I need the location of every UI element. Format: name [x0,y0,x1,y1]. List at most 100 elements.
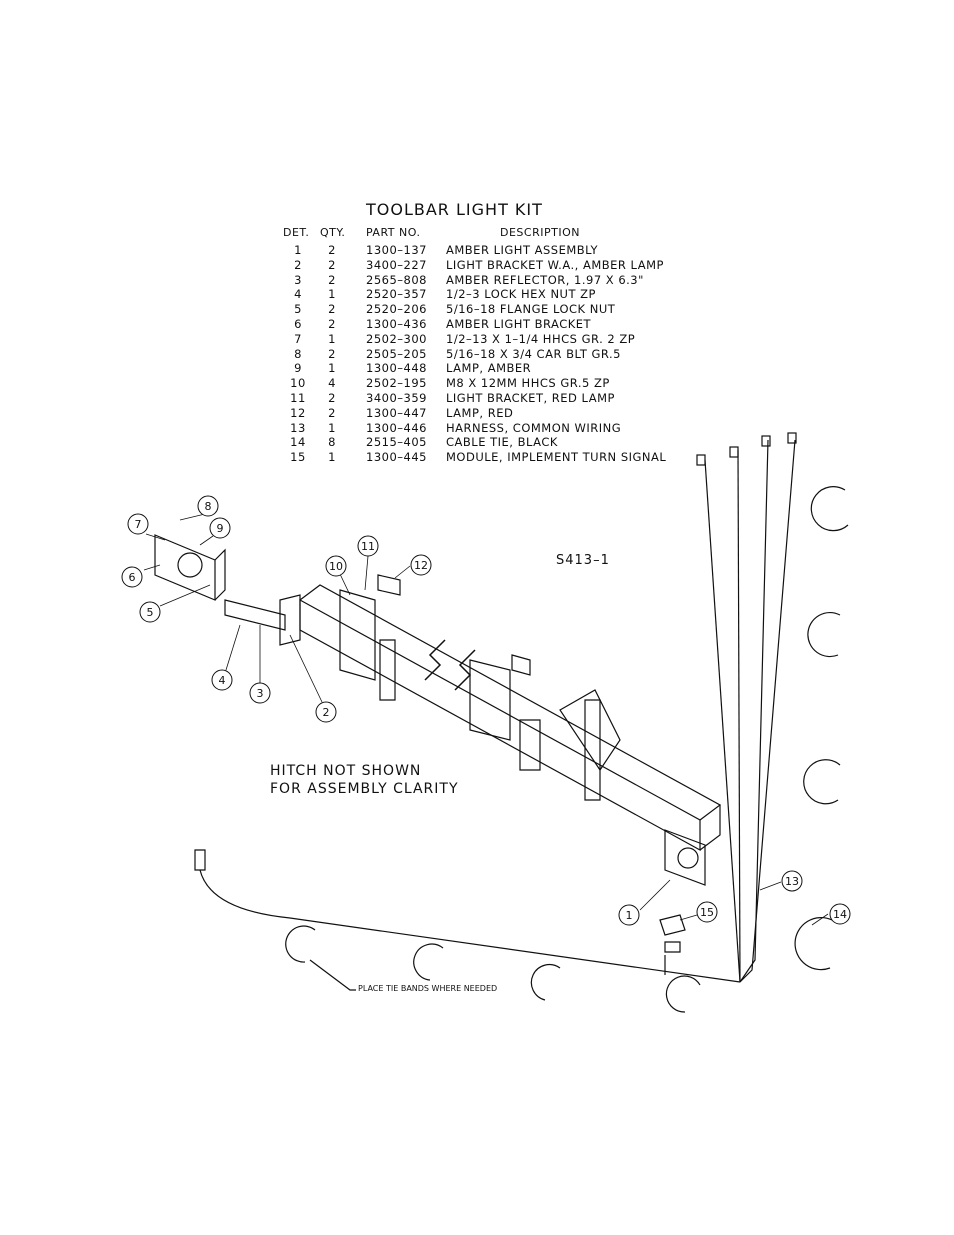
callout-label: 2 [323,706,330,719]
callout-bubble [357,535,379,557]
cell-qty: 2 [328,317,336,331]
callout-label: 8 [205,500,212,513]
cell-qty: 2 [328,405,336,420]
cell-part: 2565–808 [366,272,427,287]
cell-part: 2505–205 [366,346,427,361]
callout-bubble [410,554,432,576]
cell-qty: 8 [328,435,336,450]
callout-label: 14 [833,908,847,921]
harness-main [199,869,741,983]
cell-det: 13 [290,420,306,435]
cell-qty: 1 [328,450,336,465]
callout-bubble [211,669,233,691]
callout-label: 9 [217,522,224,535]
callout-label: 15 [700,906,714,919]
cell-qty: 1 [328,420,336,435]
callout-label: 1 [626,909,633,922]
harness-connector [761,435,771,447]
amber-reflector-right [559,689,621,772]
cell-part: 3400–359 [366,391,427,405]
cell-det: 10 [290,376,306,391]
harness-lead-4 [704,459,741,983]
cell-det: 12 [290,405,306,420]
callout-bubble [696,901,718,923]
callout-label: 10 [329,560,343,573]
callout-bubble [781,870,803,892]
cell-det: 3 [294,272,302,287]
cell-desc: AMBER REFLECTOR, 1.97 X 6.3" [446,272,644,287]
callout-bubble [209,517,231,539]
drawing-number: S413–1 [556,553,610,568]
cable-tie [803,759,841,805]
cell-det: 15 [290,450,306,465]
callout-label: 13 [785,875,799,888]
red-lamp-bracket [339,589,376,681]
cell-qty: 2 [328,391,336,405]
cell-det: 9 [294,361,302,376]
toolbar-beam-top [299,584,722,821]
cell-part: 2520–357 [366,287,427,302]
cell-desc: 1/2–13 X 1–1/4 HHCS GR. 2 ZP [446,331,636,346]
cell-desc: M8 X 12MM HHCS GR.5 ZP [446,376,610,391]
cell-qty: 4 [328,376,336,391]
left-amber-bracket [154,534,216,601]
cable-tie [794,917,833,971]
cell-desc: LAMP, AMBER [446,361,532,376]
cell-desc: LAMP, RED [446,405,514,420]
cell-desc: MODULE, IMPLEMENT TURN SIGNAL [446,450,667,465]
harness-lead-1 [739,439,769,983]
cell-part: 3400–227 [366,257,427,272]
callout-label: 7 [135,518,142,531]
mid-bracket [469,659,511,741]
cell-part: 2502–195 [366,376,427,391]
turn-signal-module [659,914,686,936]
cell-det: 8 [294,346,302,361]
cell-desc: HARNESS, COMMON WIRING [446,420,622,435]
cell-desc: 5/16–18 FLANGE LOCK NUT [446,302,616,317]
cell-part: 1300–448 [366,361,427,376]
cell-desc: 5/16–18 X 3/4 CAR BLT GR.5 [446,346,621,361]
cell-det: 7 [294,331,302,346]
callout-label: 3 [257,687,264,700]
callout-bubble [121,566,143,588]
cell-qty: 2 [328,243,336,257]
cell-part: 1300–436 [366,317,427,331]
cell-qty: 2 [328,346,336,361]
cell-det: 5 [294,302,302,317]
cell-desc: AMBER LIGHT ASSEMBLY [446,243,599,257]
cell-qty: 1 [328,361,336,376]
callout-bubble [325,555,347,577]
callout-label: 4 [219,674,226,687]
note-line-1: HITCH NOT SHOWN [270,763,422,779]
cell-part: 1300–445 [366,450,427,465]
cell-part: 1300–446 [366,420,427,435]
header-qty: QTY. [320,226,346,239]
cell-det: 11 [290,391,306,405]
cell-det: 1 [294,243,302,257]
cable-tie [530,963,561,1001]
cable-tie [413,943,444,981]
cell-det: 4 [294,287,302,302]
cell-qty: 1 [328,287,336,302]
cell-det: 14 [290,435,306,450]
red-lamp [377,574,401,596]
callout-bubble [197,495,219,517]
cell-qty: 1 [328,331,336,346]
cell-desc: AMBER LIGHT BRACKET [446,317,592,331]
cable-tie [665,975,701,1013]
header-desc: DESCRIPTION [500,226,580,239]
callout-label: 5 [147,606,154,619]
kit-title: TOOLBAR LIGHT KIT [366,200,543,219]
callout-bubble [829,903,851,925]
cell-desc: 1/2–3 LOCK HEX NUT ZP [446,287,596,302]
harness-plug [194,849,206,871]
callout-bubble [249,682,271,704]
header-part: PART NO. [366,226,421,239]
tie-band-note: PLACE TIE BANDS WHERE NEEDED [358,984,498,993]
cell-qty: 2 [328,272,336,287]
cell-part: 1300–137 [366,243,427,257]
cell-part: 2520–206 [366,302,427,317]
harness-connector [696,454,706,466]
cable-tie [807,611,841,658]
